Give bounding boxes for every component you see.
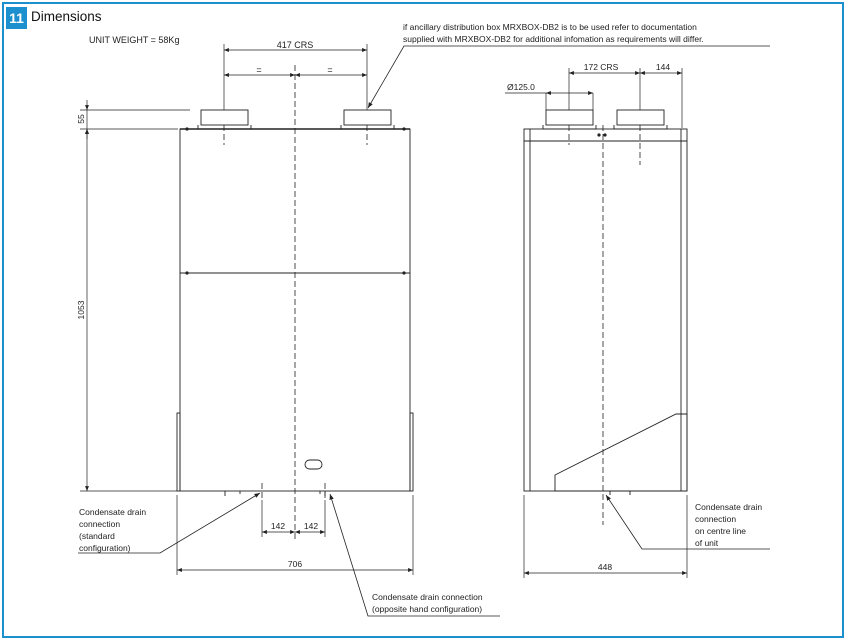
side-view	[523, 109, 688, 495]
front-dim-142-left: 142	[271, 521, 285, 531]
front-dim-142-right: 142	[304, 521, 318, 531]
front-dim-top: 55	[76, 114, 86, 124]
condensate-centre-line-2: connection	[695, 514, 736, 524]
section-number: 11	[6, 7, 27, 29]
side-dim-depth: 448	[598, 562, 612, 572]
condensate-standard-line-4: configuration)	[79, 543, 131, 553]
front-equal-left: =	[256, 65, 261, 75]
condensate-centre-line-4: of unit	[695, 538, 719, 548]
front-equal-right: =	[327, 65, 332, 75]
section-title: Dimensions	[31, 9, 102, 24]
note-line-2: supplied with MRXBOX-DB2 for additional …	[403, 34, 704, 44]
side-sloped-base	[554, 413, 688, 492]
front-spigot-left	[200, 109, 249, 126]
condensate-centre-leader	[605, 494, 770, 550]
side-diameter-label: Ø125.0	[507, 82, 535, 92]
side-spigot-right	[616, 109, 665, 126]
front-dim-width: 706	[288, 559, 302, 569]
condensate-standard-line-2: connection	[79, 519, 120, 529]
condensate-standard-line-1: Condensate drain	[79, 507, 146, 517]
front-crs-label: 417 CRS	[277, 40, 314, 50]
side-spigot-left	[545, 109, 594, 126]
front-spigot-right	[343, 109, 392, 126]
note-line-1: if ancillary distribution box MRXBOX-DB2…	[403, 22, 697, 32]
side-body-outer	[523, 128, 688, 492]
front-handle-slot	[304, 459, 323, 470]
condensate-opposite-leader	[329, 493, 500, 617]
condensate-centre-line-1: Condensate drain	[695, 502, 762, 512]
condensate-standard-line-3: (standard	[79, 531, 115, 541]
unit-weight-text: UNIT WEIGHT = 58Kg	[89, 35, 179, 45]
side-dim-offset: 144	[656, 62, 670, 72]
condensate-standard-leader	[78, 492, 261, 554]
front-dim-height: 1053	[76, 300, 86, 319]
note-leader	[367, 45, 770, 109]
condensate-opposite-line-2: (opposite hand configuration)	[372, 604, 482, 614]
side-crs-label: 172 CRS	[584, 62, 619, 72]
condensate-opposite-line-1: Condensate drain connection	[372, 592, 483, 602]
condensate-centre-line-3: on centre line	[695, 526, 746, 536]
